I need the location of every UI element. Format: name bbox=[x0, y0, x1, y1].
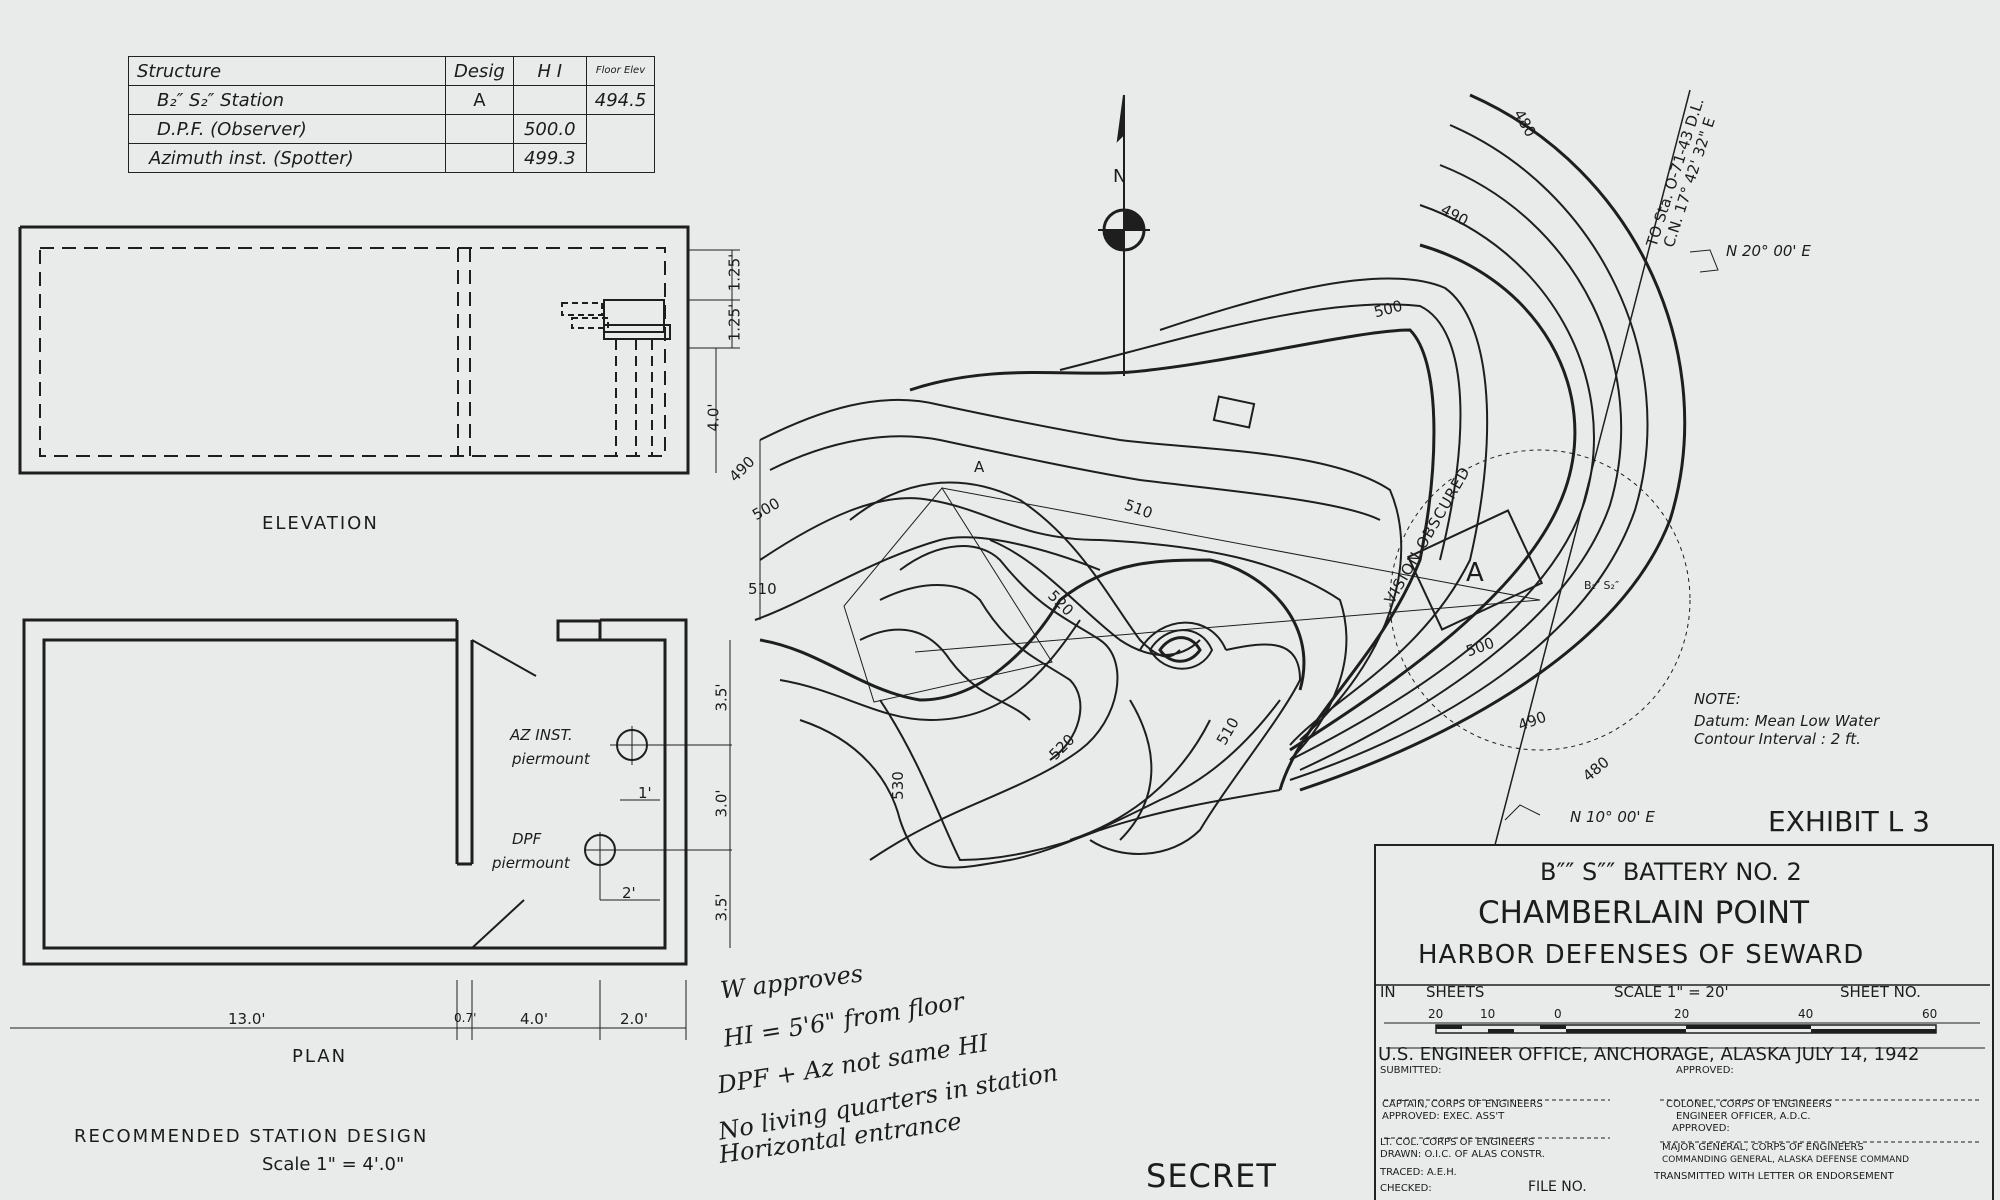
table-cell: B₂″ S₂″ Station bbox=[128, 85, 446, 115]
table-cell: 499.3 bbox=[512, 143, 587, 173]
submitted-label: SUBMITTED: bbox=[1380, 1065, 1442, 1076]
in-label: IN bbox=[1380, 983, 1396, 1001]
exhibit-label: EXHIBIT L 3 bbox=[1768, 805, 1930, 838]
piermount-label: piermount bbox=[492, 854, 570, 872]
table-header: Floor Elev bbox=[585, 56, 656, 86]
sheets-label: SHEETS bbox=[1426, 983, 1485, 1001]
table-cell: Azimuth inst. (Spotter) bbox=[128, 143, 446, 173]
table-cell bbox=[585, 114, 656, 144]
captain-label: CAPTAIN, CORPS OF ENGINEERS bbox=[1382, 1099, 1543, 1110]
scale-tick: 20 bbox=[1428, 1007, 1444, 1021]
dim-label: 0.7' bbox=[454, 1011, 477, 1025]
dim-label: 4.0' bbox=[520, 1010, 548, 1028]
table-header: Desig bbox=[445, 56, 514, 86]
contour-label: 530 bbox=[888, 771, 907, 800]
dim-label: 3.0' bbox=[712, 789, 731, 818]
dim-label: 1' bbox=[638, 784, 652, 802]
scale-tick: 20 bbox=[1674, 1007, 1690, 1021]
design-title: RECOMMENDED STATION DESIGN bbox=[74, 1126, 429, 1147]
table-cell bbox=[445, 143, 514, 173]
scale-tick: 40 bbox=[1798, 1007, 1814, 1021]
dim-label: 1.25' bbox=[725, 303, 744, 342]
title-line-3: HARBOR DEFENSES OF SEWARD bbox=[1418, 940, 1865, 970]
lt-col-label: LT. COL. CORPS OF ENGINEERS bbox=[1380, 1137, 1535, 1148]
table-cell bbox=[445, 114, 514, 144]
scale-tick: 0 bbox=[1554, 1007, 1562, 1021]
table-header-row: Structure Desig H I Floor Elev bbox=[128, 56, 656, 86]
scale-tick: 60 bbox=[1922, 1007, 1938, 1021]
dim-label: 3.5' bbox=[712, 683, 731, 712]
approved-label: APPROVED: bbox=[1676, 1065, 1734, 1076]
table-cell: 494.5 bbox=[585, 85, 656, 115]
piermount-label: piermount bbox=[512, 750, 590, 768]
dim-label: 2' bbox=[622, 884, 636, 902]
title-line-1: B″″ S″″ BATTERY NO. 2 bbox=[1540, 858, 1802, 886]
traced-label: TRACED: A.E.H. bbox=[1380, 1167, 1457, 1178]
transmitted-label: TRANSMITTED WITH LETTER OR ENDORSEMENT bbox=[1654, 1171, 1894, 1182]
contour-label: 510 bbox=[748, 580, 777, 598]
scale-bar-fill bbox=[1436, 1025, 1936, 1033]
dim-label: 1.25' bbox=[725, 253, 744, 292]
plan-label: PLAN bbox=[292, 1046, 348, 1067]
dim-label: 3.5' bbox=[712, 893, 731, 922]
office-line: U.S. ENGINEER OFFICE, ANCHORAGE, ALASKA … bbox=[1378, 1044, 1920, 1065]
file-no-label: FILE NO. bbox=[1528, 1179, 1587, 1195]
sheet-no-label: SHEET NO. bbox=[1840, 983, 1921, 1001]
structure-table: Structure Desig H I Floor Elev B₂″ S₂″ S… bbox=[128, 56, 656, 173]
az-inst-label: AZ INST. bbox=[510, 726, 573, 744]
elevation-label: ELEVATION bbox=[262, 513, 379, 534]
commanding-general-label: COMMANDING GENERAL, ALASKA DEFENSE COMMA… bbox=[1662, 1155, 1909, 1165]
design-scale: Scale 1" = 4'.0" bbox=[262, 1154, 405, 1175]
note-line: Contour Interval : 2 ft. bbox=[1694, 730, 1861, 748]
dpf-label: DPF bbox=[512, 830, 542, 848]
drawn-label: DRAWN: O.I.C. OF ALAS CONSTR. bbox=[1380, 1149, 1545, 1160]
plan-view bbox=[10, 618, 732, 1040]
note-title: NOTE: bbox=[1694, 690, 1741, 708]
point-a-label: A bbox=[974, 458, 985, 476]
station-a-label: A bbox=[1466, 558, 1484, 588]
dim-label: 2.0' bbox=[620, 1010, 648, 1028]
major-general-label: MAJOR GENERAL, CORPS OF ENGINEERS bbox=[1662, 1142, 1864, 1153]
title-line-2: CHAMBERLAIN POINT bbox=[1478, 895, 1810, 931]
north-arrow bbox=[1098, 94, 1150, 376]
table-row: B₂″ S₂″ Station A 494.5 bbox=[128, 85, 656, 115]
table-cell: A bbox=[445, 85, 514, 115]
engineer-officer-label: ENGINEER OFFICER, A.D.C. bbox=[1676, 1111, 1811, 1122]
scale-tick: 10 bbox=[1480, 1007, 1496, 1021]
approved-exec-label: APPROVED: EXEC. ASS'T bbox=[1382, 1111, 1505, 1122]
dim-label: 13.0' bbox=[228, 1010, 266, 1028]
checked-label: CHECKED: bbox=[1380, 1183, 1432, 1194]
north-label: N bbox=[1113, 166, 1127, 187]
table-cell bbox=[585, 143, 656, 173]
colonel-label: COLONEL, CORPS OF ENGINEERS bbox=[1666, 1099, 1832, 1110]
bearing-north-20: N 20° 00' E bbox=[1726, 242, 1811, 260]
table-row: D.P.F. (Observer) 500.0 bbox=[128, 114, 656, 144]
table-row: Azimuth inst. (Spotter) 499.3 bbox=[128, 143, 656, 173]
note-line: Datum: Mean Low Water bbox=[1694, 712, 1880, 730]
table-cell bbox=[512, 85, 587, 115]
table-header: Structure bbox=[128, 56, 446, 86]
dim-label: 4.0' bbox=[704, 403, 723, 432]
approved-label: APPROVED: bbox=[1672, 1123, 1730, 1134]
title-block bbox=[1374, 844, 1994, 1200]
scale-label: SCALE 1" = 20' bbox=[1614, 983, 1729, 1001]
contour-map bbox=[754, 89, 1719, 869]
station-b-label: B₂″ S₂″ bbox=[1584, 579, 1620, 592]
elevation-view bbox=[18, 225, 740, 475]
bearing-north-10: N 10° 00' E bbox=[1570, 808, 1655, 826]
secret-stamp: SECRET bbox=[1146, 1157, 1277, 1195]
